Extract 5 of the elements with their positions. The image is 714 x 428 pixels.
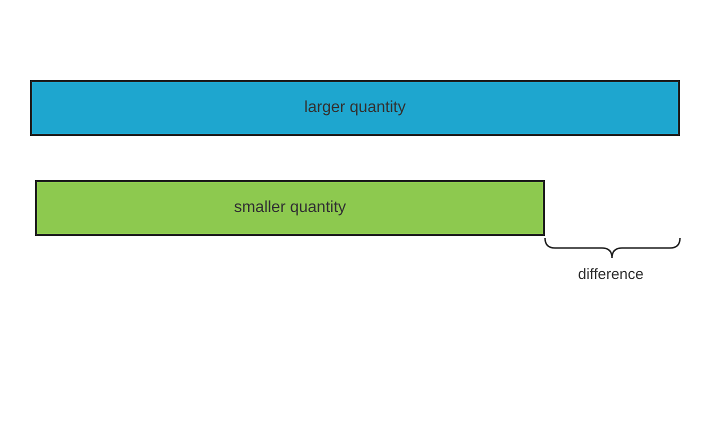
bar-label: smaller quantity xyxy=(232,199,348,217)
bar-label: larger quantity xyxy=(303,99,407,117)
bracket-label: difference xyxy=(578,266,644,283)
larger-quantity-bar xyxy=(30,80,680,136)
smaller-quantity-bar xyxy=(35,180,545,236)
